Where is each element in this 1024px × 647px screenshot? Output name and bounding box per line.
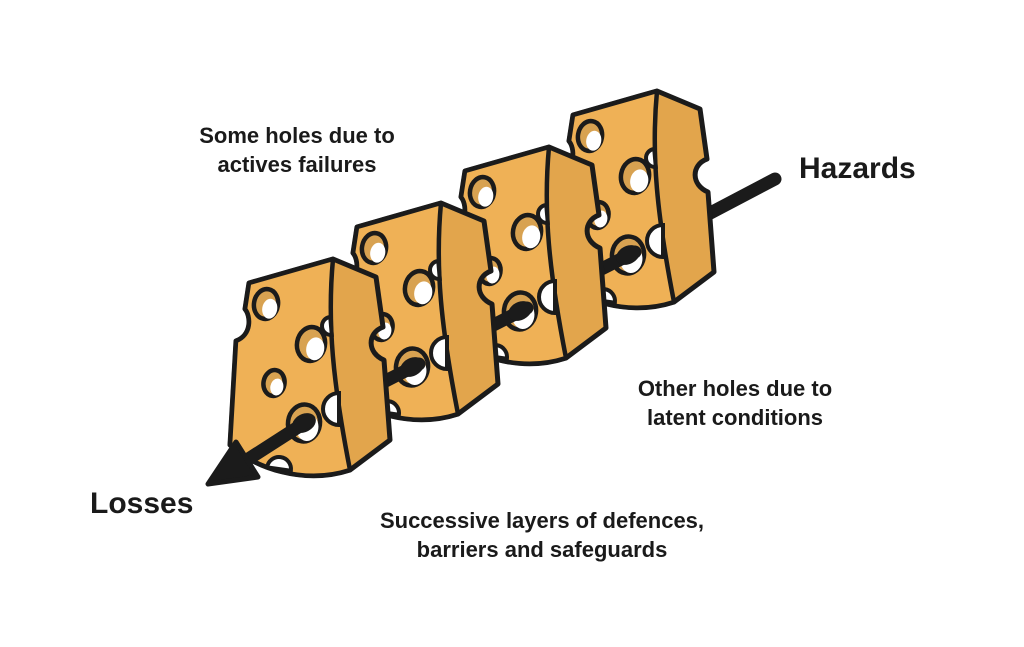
arrow-head-icon (205, 439, 261, 487)
label-other-holes: Other holes due to latent conditions (637, 376, 833, 430)
label-some-holes: Some holes due to actives failures (199, 123, 395, 177)
arrow-in-hole-icon (400, 357, 424, 377)
cheese-slice-1 (230, 259, 390, 476)
label-hazards: Hazards (799, 152, 916, 185)
label-losses: Losses (90, 487, 194, 520)
arrow-in-hole-icon (508, 301, 532, 321)
label-successive-layers: Successive layers of defences, barriers … (379, 508, 705, 562)
arrow-in-hole-icon (616, 245, 640, 265)
arrow-exit-to-losses (205, 413, 316, 487)
